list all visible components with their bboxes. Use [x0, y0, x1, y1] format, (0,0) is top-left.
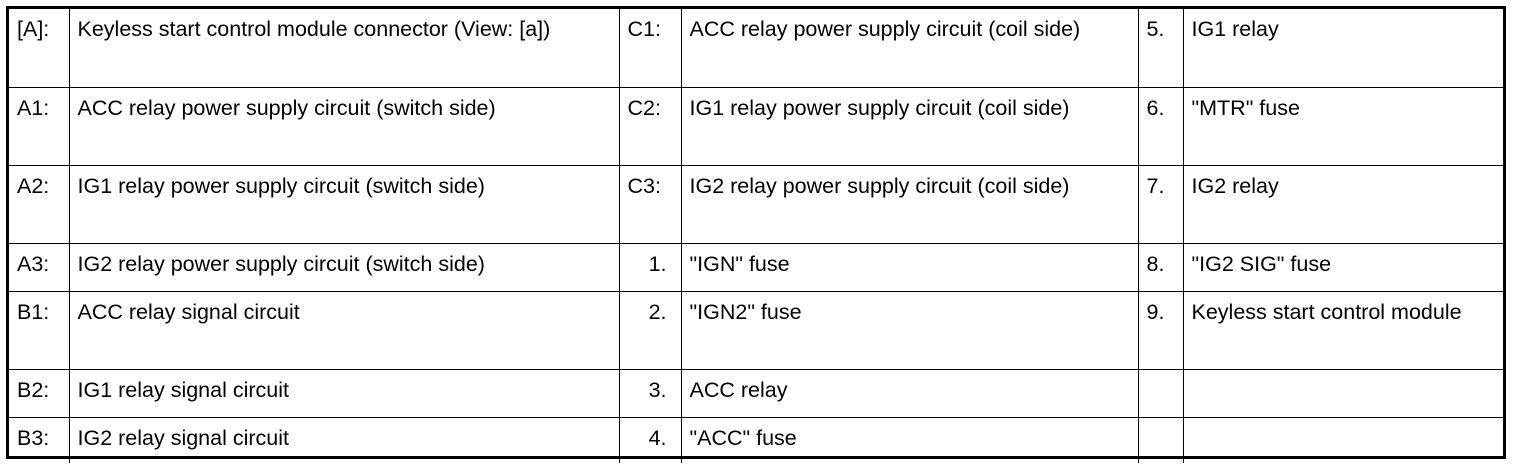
legend-code: A3: — [9, 242, 70, 292]
legend-description: IG2 relay power supply circuit (switch s… — [68, 242, 620, 292]
legend-description: Keyless start control module connector (… — [68, 9, 620, 88]
legend-description — [1182, 368, 1506, 418]
legend-code: A2: — [9, 164, 70, 244]
legend-description: "IGN" fuse — [680, 242, 1139, 292]
legend-code: 1. — [618, 242, 682, 292]
legend-description: IG1 relay — [1182, 9, 1506, 88]
legend-description: IG1 relay signal circuit — [68, 368, 620, 418]
legend-description — [1182, 416, 1506, 463]
legend-description: IG2 relay — [1182, 164, 1506, 244]
legend-table-frame: [A]: Keyless start control module connec… — [6, 6, 1506, 463]
legend-description: "ACC" fuse — [680, 416, 1139, 463]
table-row: B3: IG2 relay signal circuit 4. "ACC" fu… — [9, 416, 1506, 463]
legend-description: Keyless start control module — [1182, 290, 1506, 370]
legend-table: [A]: Keyless start control module connec… — [9, 9, 1506, 463]
legend-code: C3: — [618, 164, 682, 244]
legend-description: ACC relay power supply circuit (switch s… — [68, 86, 620, 166]
legend-code: 3. — [618, 368, 682, 418]
legend-code — [1137, 416, 1184, 463]
legend-code: A1: — [9, 86, 70, 166]
legend-code: 6. — [1137, 86, 1184, 166]
table-row: B2: IG1 relay signal circuit 3. ACC rela… — [9, 368, 1506, 418]
legend-description: ACC relay — [680, 368, 1139, 418]
table-row: B1: ACC relay signal circuit 2. "IGN2" f… — [9, 290, 1506, 370]
legend-code: 7. — [1137, 164, 1184, 244]
table-row: [A]: Keyless start control module connec… — [9, 9, 1506, 88]
legend-code: 5. — [1137, 9, 1184, 88]
legend-description: ACC relay power supply circuit (coil sid… — [680, 9, 1139, 88]
legend-code: B3: — [9, 416, 70, 463]
legend-description: "IG2 SIG" fuse — [1182, 242, 1506, 292]
legend-description: ACC relay signal circuit — [68, 290, 620, 370]
legend-code — [1137, 368, 1184, 418]
legend-code: [A]: — [9, 9, 70, 88]
legend-code: 4. — [618, 416, 682, 463]
legend-code: C2: — [618, 86, 682, 166]
table-row: A1: ACC relay power supply circuit (swit… — [9, 86, 1506, 166]
legend-description: "IGN2" fuse — [680, 290, 1139, 370]
table-row: A2: IG1 relay power supply circuit (swit… — [9, 164, 1506, 244]
legend-description: IG1 relay power supply circuit (switch s… — [68, 164, 620, 244]
legend-description: "MTR" fuse — [1182, 86, 1506, 166]
legend-code: 9. — [1137, 290, 1184, 370]
legend-code: B2: — [9, 368, 70, 418]
legend-code: 2. — [618, 290, 682, 370]
legend-code: C1: — [618, 9, 682, 88]
legend-code: B1: — [9, 290, 70, 370]
legend-description: IG1 relay power supply circuit (coil sid… — [680, 86, 1139, 166]
legend-description: IG2 relay power supply circuit (coil sid… — [680, 164, 1139, 244]
table-row: A3: IG2 relay power supply circuit (swit… — [9, 242, 1506, 292]
legend-code: 8. — [1137, 242, 1184, 292]
legend-description: IG2 relay signal circuit — [68, 416, 620, 463]
